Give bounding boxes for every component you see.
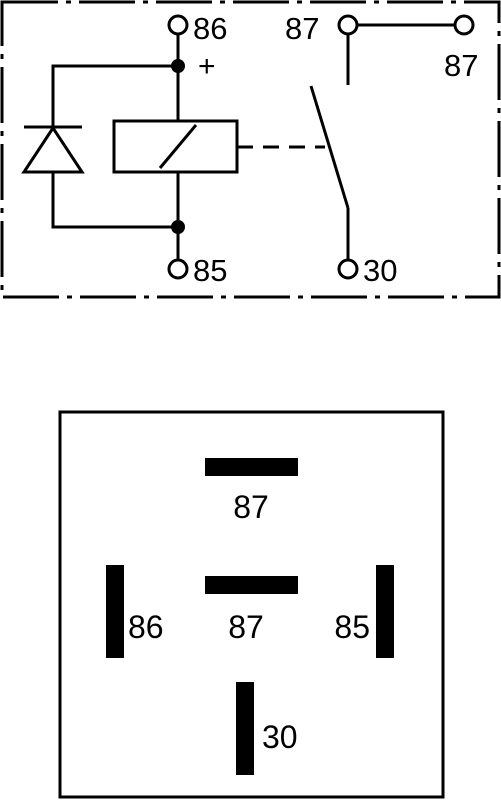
pinout-label-30: 30 <box>262 719 298 755</box>
junction-dot-top <box>171 59 185 73</box>
switch-blade <box>309 85 350 209</box>
terminal-85-icon <box>167 258 189 280</box>
plus-sign: + <box>198 50 216 83</box>
pinout-label-87-center: 87 <box>228 609 264 645</box>
label-30: 30 <box>363 253 397 288</box>
pinout-label-86: 86 <box>128 609 164 645</box>
pin-86-blade <box>106 565 124 658</box>
pinout-label-85: 85 <box>334 609 370 645</box>
relay-coil <box>112 119 239 174</box>
switch-circuit <box>309 23 456 261</box>
pin-85-blade <box>376 565 394 658</box>
pinout-label-87-top: 87 <box>233 489 269 525</box>
diode-symbol <box>21 125 85 174</box>
label-87-switch: 87 <box>285 11 319 46</box>
junction-dot-bottom <box>171 220 185 234</box>
terminal-30-icon <box>337 258 359 280</box>
label-86: 86 <box>193 11 227 46</box>
label-87-right: 87 <box>444 48 478 83</box>
terminal-87-right-icon <box>453 14 475 36</box>
pin-30-blade <box>236 682 254 775</box>
schematic-frame <box>0 0 501 299</box>
terminal-87-switch-icon <box>337 14 359 36</box>
pin-87-center-blade <box>205 576 298 594</box>
label-85: 85 <box>193 253 227 288</box>
pin-87-top-blade <box>205 458 298 476</box>
terminal-86-icon <box>167 14 189 36</box>
